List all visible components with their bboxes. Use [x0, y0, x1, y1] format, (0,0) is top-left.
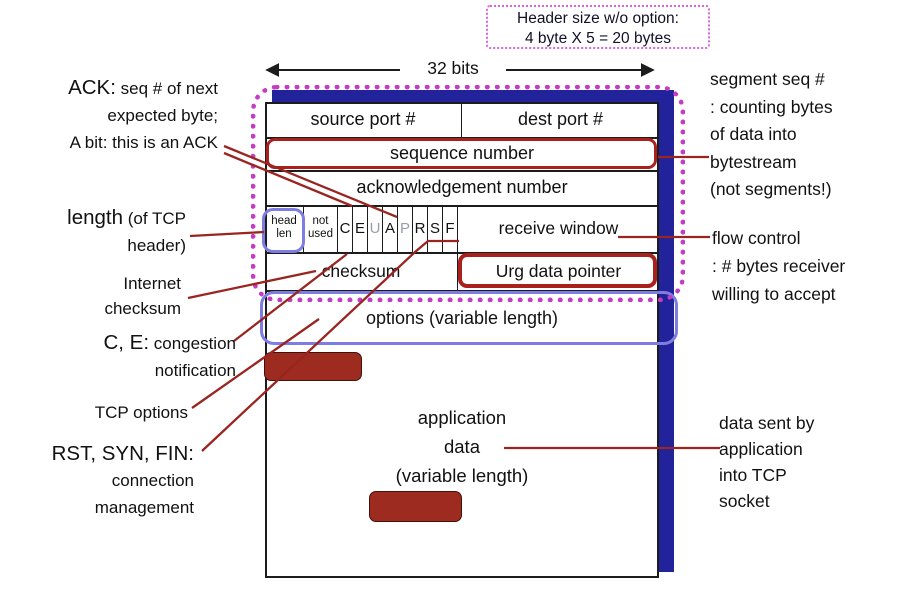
head-len-line2: len	[276, 227, 292, 240]
flag-C: C	[337, 205, 352, 252]
annotation-flow-line3: willing to accept	[712, 284, 836, 304]
annotation-flow-control: flow control : # bytes receiver willing …	[712, 224, 845, 308]
annotation-ce-line1: C, E: congestion	[103, 329, 236, 357]
highlight-rect-data	[369, 491, 462, 522]
annotation-sent-line2: application	[719, 439, 803, 459]
annotation-ce-term: C, E:	[103, 331, 150, 354]
flag-A: A	[382, 205, 397, 252]
field-dest-port: dest port #	[461, 102, 659, 137]
field-sequence-number: sequence number	[389, 143, 535, 163]
annotation-length: length (of TCP header)	[67, 204, 186, 259]
annotation-length-line1: length (of TCP	[67, 204, 186, 232]
segment-shadow-top	[272, 90, 672, 103]
annotation-length-term: length	[67, 206, 123, 229]
annotation-ce-rest: congestion	[153, 334, 236, 353]
annotation-flow-line2: : # bytes receiver	[712, 256, 846, 276]
flag-E: E	[352, 205, 367, 252]
row-divider	[265, 205, 659, 207]
app-data-line2: data	[443, 436, 480, 457]
urg-pointer-highlight	[458, 253, 657, 288]
annotation-seq-line4: bytestream	[710, 151, 797, 172]
annotation-ce-line2: notification	[154, 361, 236, 380]
annotation-sent-line1: data sent by	[719, 413, 815, 433]
annotation-flow-line1: flow control	[712, 228, 801, 248]
annotation-rst-line2: connection	[111, 471, 194, 490]
flag-F: F	[442, 205, 457, 252]
annotation-sent-line4: socket	[719, 491, 770, 511]
not-used-line2: used	[308, 227, 333, 240]
bits-width-label: 32 bits	[427, 58, 479, 78]
annotation-inet-line2: checksum	[104, 299, 181, 318]
header-size-note-line2: 4 byte X 5 = 20 bytes	[524, 30, 672, 47]
annotation-seq-line3: of data into	[710, 124, 797, 144]
header-dotted-outline	[251, 85, 685, 302]
flag-R: R	[412, 205, 427, 252]
highlight-rect-options	[264, 352, 362, 381]
header-size-note: Header size w/o option: 4 byte X 5 = 20 …	[486, 5, 710, 49]
flag-S: S	[427, 205, 442, 252]
annotation-ack-rest: seq # of next	[120, 79, 218, 98]
annotation-internet-checksum: Internet checksum	[104, 271, 181, 321]
annotation-length-rest: (of TCP	[127, 209, 186, 228]
annotation-ack-term: ACK:	[68, 76, 116, 99]
header-size-note-line1: Header size w/o option:	[517, 10, 679, 27]
annotation-congestion: C, E: congestion notification	[103, 329, 236, 384]
annotation-length-line2: header)	[127, 236, 186, 255]
app-data-line1: application	[417, 407, 507, 428]
annotation-tcp-options: TCP options	[94, 403, 188, 422]
annotation-seq-line5: (not segments!)	[710, 179, 832, 199]
annotation-seq-line1: segment seq #	[710, 69, 825, 89]
annotation-rst-line3: management	[94, 498, 194, 517]
annotation-seq-line2: : counting bytes	[710, 96, 833, 117]
annotation-rst-term: RST, SYN, FIN:	[51, 442, 194, 465]
annotation-inet-line1: Internet	[123, 274, 181, 293]
annotation-sent-line3: into TCP	[719, 465, 787, 485]
app-data-line3: (variable length)	[395, 465, 529, 486]
field-receive-window: receive window	[457, 205, 659, 252]
annotation-ack-line1: ACK: seq # of next	[68, 74, 218, 102]
field-ack-number: acknowledgement number	[356, 177, 568, 197]
annotation-connection-mgmt: RST, SYN, FIN: connection management	[52, 440, 194, 521]
field-source-port: source port #	[310, 109, 416, 129]
annotation-ack-line3: A bit: this is an ACK	[69, 133, 218, 152]
flag-U: U	[367, 205, 382, 252]
annotation-ack: ACK: seq # of next expected byte; A bit:…	[68, 74, 218, 156]
row-divider	[265, 170, 659, 172]
annotation-ack-line2: expected byte;	[107, 106, 218, 125]
flag-P: P	[397, 205, 412, 252]
field-application-data: application data (variable length)	[265, 403, 659, 490]
flag-bits: C E U A P R S F	[337, 205, 457, 252]
annotation-segment-seq: segment seq # : counting bytes of data i…	[710, 66, 833, 204]
annotation-data-sent: data sent by application into TCP socket	[719, 410, 814, 514]
